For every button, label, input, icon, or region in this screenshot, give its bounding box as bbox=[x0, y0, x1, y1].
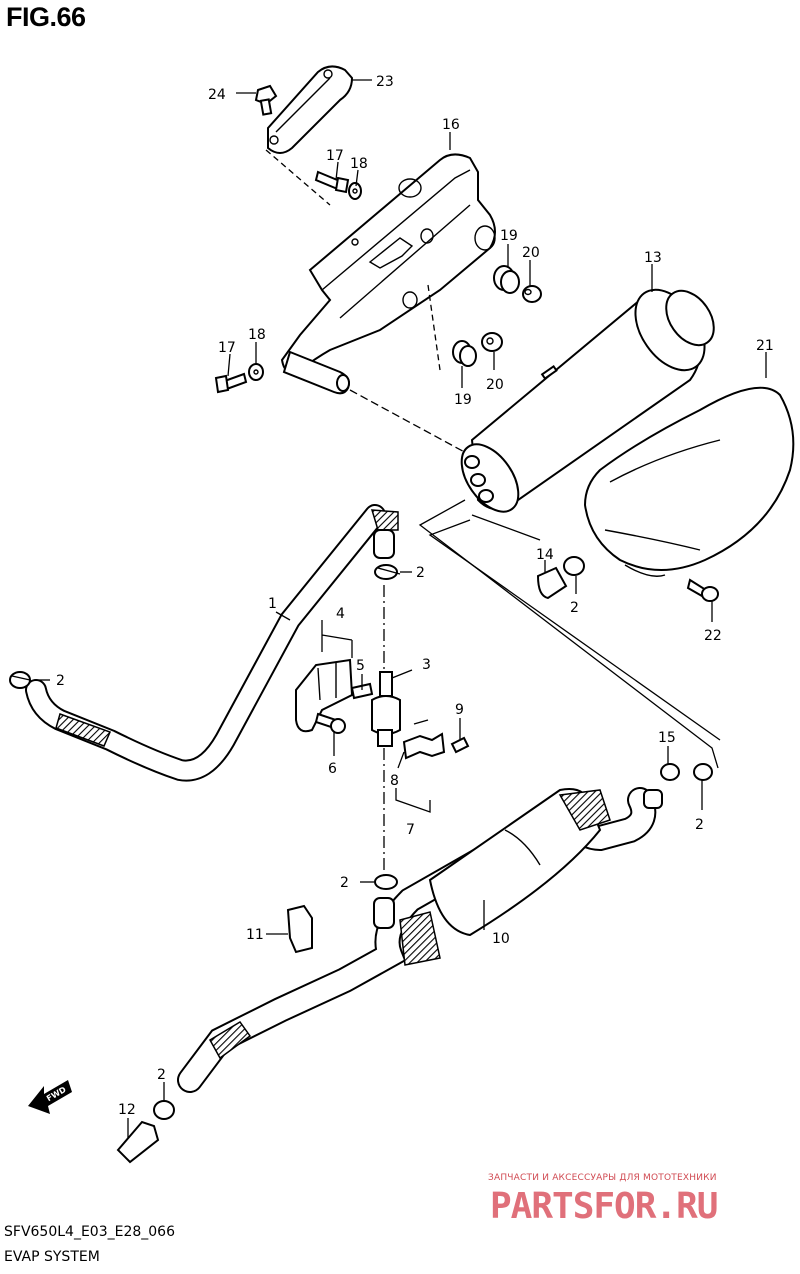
callout-20: 20 bbox=[522, 245, 540, 261]
figure-title: FIG.66 bbox=[6, 2, 86, 32]
clamp-2-hose10-right bbox=[693, 763, 713, 781]
bolt-24 bbox=[254, 84, 278, 116]
bolt-17-upper bbox=[314, 170, 350, 194]
callout-11: 11 bbox=[246, 927, 264, 943]
routing-lines bbox=[418, 499, 721, 769]
callout-2-lower: 2 bbox=[340, 875, 349, 891]
callout-12: 12 bbox=[118, 1102, 136, 1118]
callout-2-right: 2 bbox=[695, 817, 704, 833]
callout-2-left: 2 bbox=[56, 673, 65, 689]
callout-8: 8 bbox=[390, 773, 399, 789]
purge-valve-3 bbox=[371, 669, 413, 747]
callout-18: 18 bbox=[350, 156, 368, 172]
grommet-19-lower bbox=[452, 340, 477, 367]
callout-15: 15 bbox=[658, 730, 676, 746]
washer-18-upper bbox=[348, 182, 362, 200]
callout-17-lower: 17 bbox=[218, 340, 236, 356]
group-7-bracket bbox=[395, 788, 431, 813]
joint-12 bbox=[116, 1120, 160, 1164]
callout-14: 14 bbox=[536, 547, 554, 563]
callout-16: 16 bbox=[442, 117, 460, 133]
callout-17: 17 bbox=[326, 148, 344, 164]
clamp-2-cover bbox=[563, 556, 585, 576]
callout-1: 1 bbox=[268, 596, 277, 612]
mounting-plate-16 bbox=[280, 153, 496, 395]
callout-7: 7 bbox=[406, 822, 415, 838]
model-code: SFV650L4_E03_E28_066 bbox=[4, 1224, 175, 1240]
hose-10 bbox=[177, 787, 663, 1093]
grommet-19-upper bbox=[493, 265, 520, 294]
callout-labels: 24 23 16 17 18 19 20 13 17 18 19 20 21 1… bbox=[56, 74, 774, 1118]
watermark-brand: PARTSFOR.RU bbox=[490, 1186, 718, 1227]
washer-20-upper bbox=[522, 285, 542, 303]
callout-6: 6 bbox=[328, 761, 337, 777]
washer-20-lower bbox=[481, 332, 503, 352]
cap-14 bbox=[536, 566, 568, 600]
clamp-15 bbox=[660, 763, 680, 781]
clamp-2-hose1-left bbox=[9, 671, 31, 689]
callout-4: 4 bbox=[336, 606, 345, 622]
bolt-6 bbox=[314, 712, 346, 734]
canister-cover-21 bbox=[583, 386, 795, 577]
system-title: EVAP SYSTEM bbox=[4, 1249, 100, 1265]
clamp-2-hose1-top bbox=[374, 564, 401, 580]
hose-1 bbox=[25, 504, 399, 782]
callout-24: 24 bbox=[208, 87, 226, 103]
callout-2-cover: 2 bbox=[570, 600, 579, 616]
washer-18-lower bbox=[248, 363, 264, 381]
watermark-tagline: ЗАПЧАСТИ И АКСЕССУАРЫ ДЛЯ МОТОТЕХНИКИ bbox=[488, 1173, 717, 1183]
callout-10: 10 bbox=[492, 931, 510, 947]
callout-5: 5 bbox=[356, 658, 365, 674]
bolt-17-lower bbox=[214, 372, 248, 394]
fwd-arrow-icon: FWD bbox=[28, 1080, 72, 1114]
callout-18-lower: 18 bbox=[248, 327, 266, 343]
callout-2-joint: 2 bbox=[157, 1067, 166, 1083]
clip-5 bbox=[350, 682, 374, 700]
bolt-9 bbox=[450, 736, 470, 754]
holder-11 bbox=[286, 904, 313, 954]
callout-9: 9 bbox=[455, 702, 464, 718]
bracket-23 bbox=[267, 65, 354, 154]
leader-lines bbox=[34, 79, 767, 1138]
clamp-2-hose10-top bbox=[374, 874, 398, 890]
assembly-lines bbox=[265, 149, 541, 541]
callout-22: 22 bbox=[704, 628, 722, 644]
evap-canister-13 bbox=[460, 288, 715, 513]
callout-19-lower: 19 bbox=[454, 392, 472, 408]
callout-3: 3 bbox=[422, 657, 431, 673]
bracket-4 bbox=[295, 620, 354, 733]
callout-21: 21 bbox=[756, 338, 774, 354]
screw-22 bbox=[686, 578, 719, 602]
clamp-8 bbox=[402, 719, 446, 760]
callout-13: 13 bbox=[644, 250, 662, 266]
callout-19: 19 bbox=[500, 228, 518, 244]
callout-2-upper: 2 bbox=[416, 565, 425, 581]
clamp-2-joint bbox=[153, 1100, 175, 1120]
callout-23: 23 bbox=[376, 74, 394, 90]
callout-20-lower: 20 bbox=[486, 377, 504, 393]
